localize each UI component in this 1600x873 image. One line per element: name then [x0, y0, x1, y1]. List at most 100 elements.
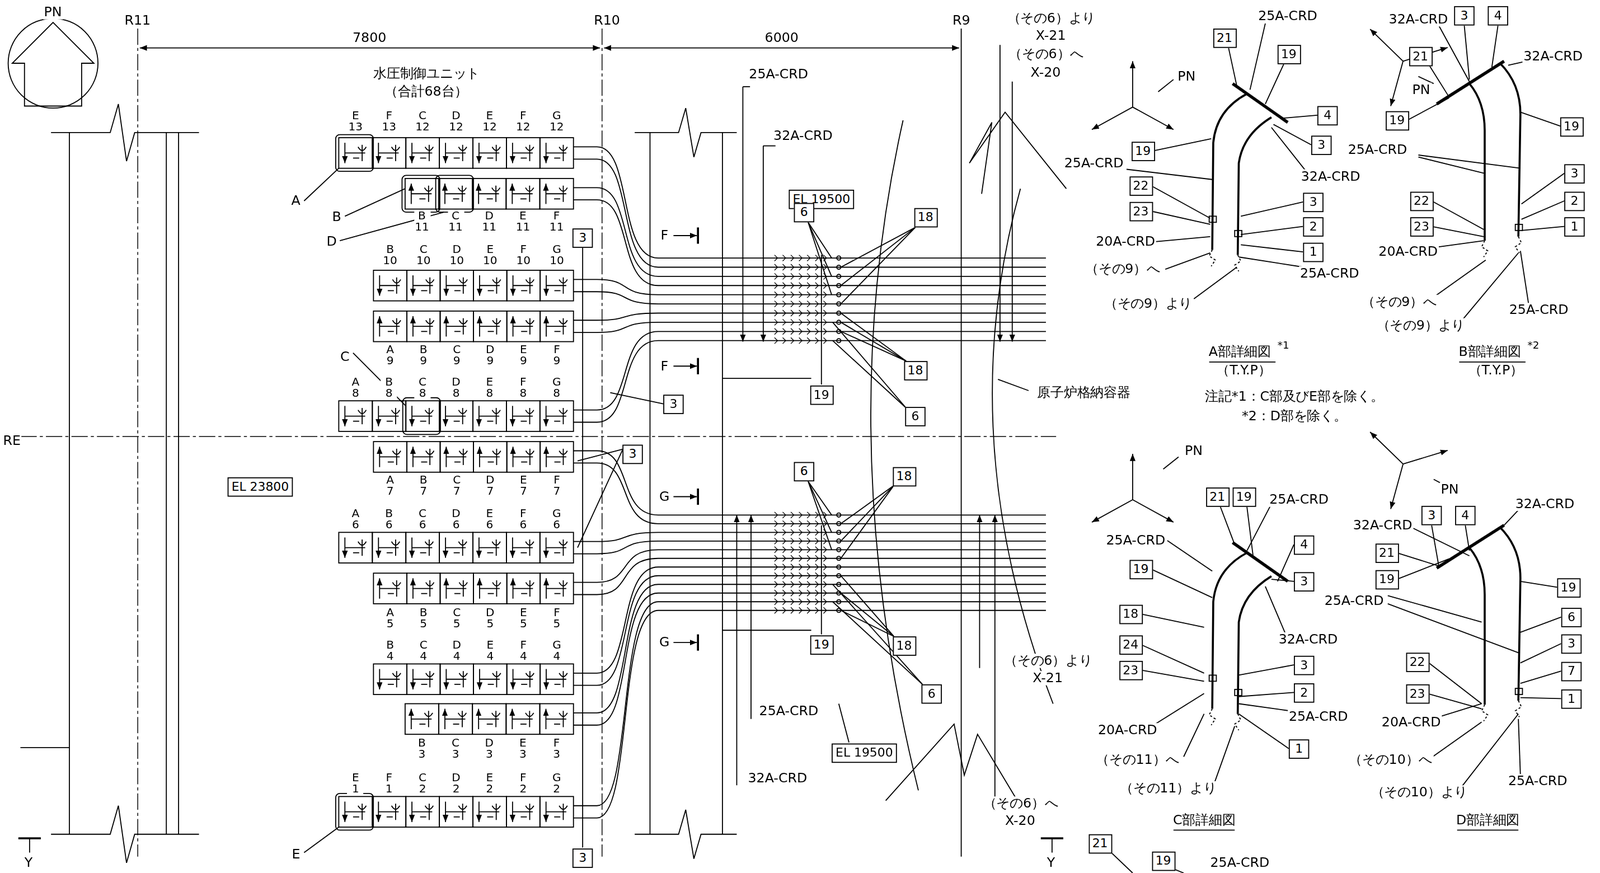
unit-label: B 6 [381, 508, 398, 531]
callout-number: 1 [1288, 738, 1309, 759]
node-text: 1 [1309, 245, 1318, 258]
callout-number: 21 [1375, 542, 1399, 563]
callout-number: 23 [1405, 683, 1430, 704]
unit-label: B 3 [413, 737, 430, 760]
node-text: 19 [1389, 114, 1405, 127]
label-text: （その6）へ [1007, 46, 1085, 62]
label-text: 32A-CRD [1300, 169, 1362, 185]
callout-number: 3 [663, 393, 684, 414]
callout-number: 19 [1129, 559, 1153, 580]
unit-label: D 6 [447, 508, 464, 531]
callout-number: 22 [1129, 175, 1153, 196]
callout-number: 6 [904, 406, 926, 426]
node-text: 19 [1236, 490, 1252, 504]
unit-label: D 11 [481, 209, 498, 233]
callout-number: 3 [572, 847, 593, 868]
node-text: 19 [1155, 854, 1172, 867]
unit-label: E 2 [481, 772, 498, 795]
node-text: 3 [1427, 508, 1436, 522]
label-text: 25A-CRD [1347, 142, 1409, 158]
label-text: 6000 [763, 30, 800, 46]
callout-number: 3 [1302, 192, 1323, 213]
unit-label: D 9 [481, 343, 499, 367]
node-text: 3 [1309, 195, 1318, 209]
label-text: B部詳細図 [1457, 344, 1523, 360]
label-text: 水圧制御ユニット [372, 66, 481, 82]
label-text: 32A-CRD [1522, 48, 1584, 64]
label-text: （その11）へ [1094, 752, 1180, 768]
node-text: 21 [1378, 546, 1395, 560]
label-text: （その6）より [1002, 653, 1093, 669]
node-text: 18 [896, 639, 913, 652]
label-text: X-20 [1003, 813, 1036, 829]
callout-number: 6 [921, 683, 942, 704]
label-text: （T.Y.P） [1467, 362, 1525, 378]
unit-label: B 11 [413, 209, 430, 233]
label-text: G [658, 634, 671, 650]
label-text: C [339, 349, 351, 365]
callout-number: 4 [1317, 105, 1338, 126]
label-text: X-21 [1034, 27, 1067, 44]
callout-number: 24 [1118, 634, 1143, 655]
unit-label: E 9 [515, 343, 532, 367]
unit-label: C 3 [447, 737, 464, 760]
node-text: 3 [1567, 637, 1576, 650]
node-text: 6 [911, 410, 920, 423]
node-text: 3 [1300, 575, 1308, 588]
label-text: G [658, 489, 671, 505]
unit-label: C 4 [415, 639, 432, 663]
unit-label: F 5 [548, 606, 565, 630]
label-text: PN [43, 4, 64, 20]
label-text: 25A-CRD [1298, 265, 1360, 281]
node-text: 6 [800, 205, 809, 219]
node-text: 19 [1563, 120, 1580, 133]
label-text: PN [1411, 82, 1432, 98]
callout-number: 3 [1564, 163, 1585, 184]
unit-label: C 9 [448, 343, 466, 367]
label-text: Y [1045, 855, 1057, 871]
node-text: 21 [1216, 31, 1233, 44]
unit-label: E 11 [514, 209, 532, 233]
unit-label: A 6 [347, 508, 364, 531]
node-text: 3 [578, 851, 587, 865]
callout-number: 21 [1408, 46, 1433, 67]
label-text: 20A-CRD [1377, 244, 1439, 260]
unit-label: C 12 [414, 110, 431, 133]
label-text: *2 [1526, 339, 1541, 352]
label-text: 25A-CRD [758, 703, 820, 719]
node-text: 22 [1409, 655, 1426, 669]
callout-number: 21 [1212, 27, 1237, 48]
label-text: 32A-CRD [747, 770, 809, 786]
node-text: 23 [1413, 220, 1430, 233]
unit-label: B 9 [415, 343, 432, 367]
callout-number: 22 [1405, 651, 1430, 672]
callout-number: 3 [622, 444, 643, 464]
unit-label: C 11 [447, 209, 464, 233]
unit-label: B 7 [415, 474, 432, 497]
unit-label: A 5 [382, 606, 399, 630]
node-text: 1 [1567, 692, 1576, 705]
node-text: 21 [1209, 490, 1226, 504]
node-text: EL 19500 [835, 746, 894, 759]
unit-label: B 10 [382, 244, 399, 267]
label-text: F [659, 227, 670, 243]
callout-number: 21 [1088, 833, 1112, 854]
label-text: （その6）へ [982, 795, 1059, 811]
label-text: 25A-CRD [1507, 773, 1569, 789]
callout-number: 18 [913, 207, 938, 228]
label-text: 20A-CRD [1096, 722, 1158, 738]
unit-label: D 7 [481, 474, 499, 497]
callout-number: 18 [892, 466, 917, 487]
label-text: （その9）より [1375, 317, 1466, 333]
unit-label: G 2 [548, 772, 565, 795]
label-text: （合計68台） [383, 83, 469, 100]
label-text: 25A-CRD [1256, 8, 1318, 24]
node-text: 3 [669, 397, 678, 411]
node-text: 23 [1122, 663, 1139, 677]
unit-label: D 2 [447, 772, 464, 795]
label-text: （その10）より [1369, 784, 1469, 800]
unit-label: C 8 [414, 376, 431, 399]
label-text: R10 [592, 12, 621, 28]
unit-label: F 10 [515, 244, 532, 267]
unit-label: F 4 [515, 639, 532, 663]
